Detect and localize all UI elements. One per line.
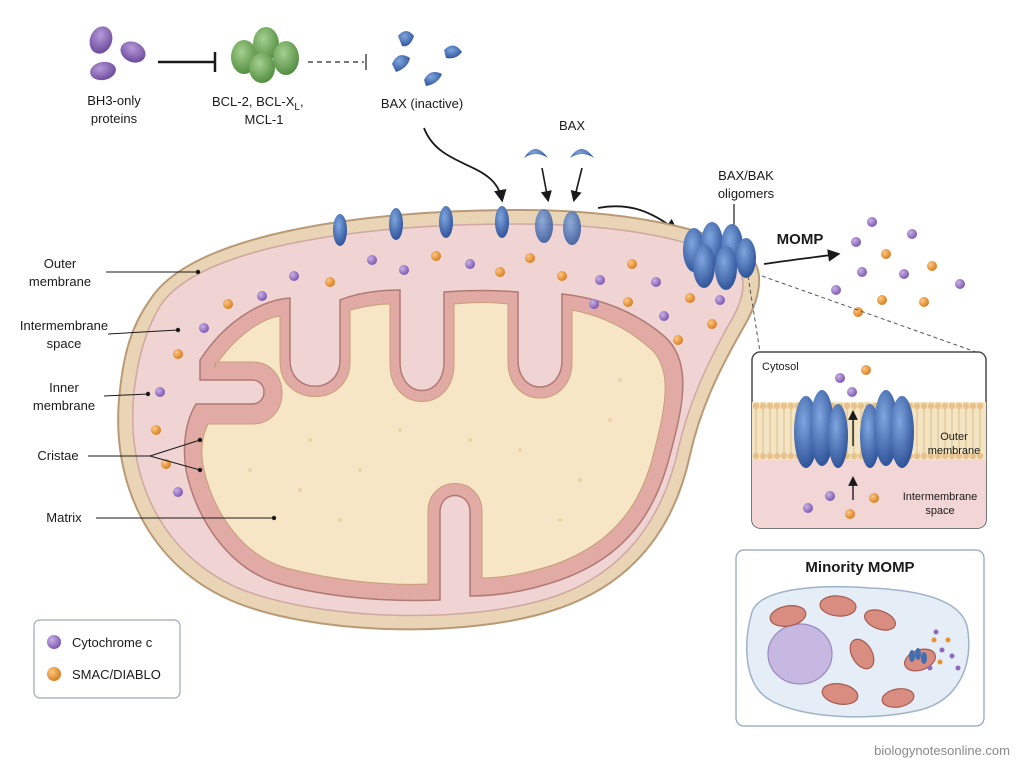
inhibition-arrow-icon bbox=[158, 52, 217, 72]
released-particles bbox=[831, 217, 965, 317]
inner-membrane-label-2: membrane bbox=[33, 398, 95, 413]
bax-inactive-label: BAX (inactive) bbox=[381, 96, 463, 111]
bax-protein-icon bbox=[439, 206, 453, 238]
bax-inactive: BAX (inactive) bbox=[381, 31, 463, 111]
cell-icon bbox=[746, 585, 970, 718]
matrix-granules bbox=[248, 378, 622, 522]
bcl2-label-1: BCL-2, BCL-XL, bbox=[212, 94, 304, 113]
legend-item-smac-diablo: SMAC/DIABLO bbox=[72, 667, 161, 682]
inset-ims-2: space bbox=[925, 505, 954, 517]
matrix bbox=[201, 302, 666, 585]
legend: Cytochrome c SMAC/DIABLO bbox=[33, 619, 181, 699]
bh3-protein-icon bbox=[89, 26, 146, 81]
bcl2-label-2: MCL-1 bbox=[244, 112, 283, 127]
cristae-label: Cristae bbox=[37, 448, 78, 463]
bax-protein-icon bbox=[563, 211, 581, 245]
dashed-inhibition-icon bbox=[308, 54, 367, 70]
matrix-label: Matrix bbox=[46, 510, 82, 525]
ims-particles bbox=[151, 251, 725, 497]
intermembrane-label-2: space bbox=[47, 336, 82, 351]
inset-ims-1: Intermembrane bbox=[903, 491, 978, 503]
oligomer-label: BAX/BAK oligomers bbox=[718, 168, 775, 234]
mini-oligomer bbox=[909, 648, 927, 664]
membrane-bax bbox=[333, 206, 581, 246]
outer-membrane-label-1: Outer bbox=[44, 256, 77, 271]
inset-outer-membrane-2: membrane bbox=[928, 445, 981, 457]
bax-protein-icon bbox=[333, 214, 347, 246]
bax-bak-oligomer bbox=[683, 222, 756, 290]
inset-outer-membrane-1: Outer bbox=[940, 431, 968, 443]
momp-arrow bbox=[763, 249, 841, 265]
cytosol-label: Cytosol bbox=[762, 361, 799, 373]
cytochrome-c-swatch bbox=[47, 635, 61, 649]
nucleus bbox=[767, 623, 833, 685]
minority-momp-title: Minority MOMP bbox=[805, 559, 914, 576]
bh3-label-2: proteins bbox=[91, 111, 138, 126]
bcl2-protein-icon bbox=[231, 27, 299, 83]
bax-active: BAX bbox=[524, 118, 594, 203]
bax-protein-icon bbox=[392, 31, 462, 86]
activation-arrow bbox=[423, 127, 507, 203]
bax-label: BAX bbox=[559, 118, 585, 133]
bax-protein-icon bbox=[535, 209, 553, 243]
svg-text:oligomers: oligomers bbox=[718, 186, 775, 201]
bax-protein-icon bbox=[524, 149, 548, 158]
minority-momp-inset: Minority MOMP bbox=[735, 549, 985, 727]
bax-protein-icon bbox=[495, 206, 509, 238]
smac-diablo-swatch bbox=[47, 667, 61, 681]
bh3-label-1: BH3-only bbox=[87, 93, 141, 108]
pore-inset: Cytosol Outer membrane Intermembrane spa… bbox=[751, 351, 987, 529]
bh3-only-proteins: BH3-only proteins bbox=[87, 26, 146, 126]
momp-label: MOMP bbox=[777, 231, 824, 248]
bcl2-family: BCL-2, BCL-XL, MCL-1 bbox=[212, 27, 304, 127]
mitochondrion bbox=[117, 206, 761, 631]
outer-membrane-label-2: membrane bbox=[29, 274, 91, 289]
intermembrane-label-1: Intermembrane bbox=[20, 318, 108, 333]
inner-membrane-label-1: Inner bbox=[49, 380, 79, 395]
mitochondrion-labels: Outer membrane Intermembrane space Inner… bbox=[20, 256, 277, 525]
watermark: biologynotesonline.com bbox=[874, 743, 1010, 758]
bax-protein-icon bbox=[389, 208, 403, 240]
svg-text:BAX/BAK: BAX/BAK bbox=[718, 168, 774, 183]
bax-protein-icon bbox=[570, 149, 594, 158]
mini-released-particles bbox=[927, 629, 961, 671]
legend-item-cytochrome-c: Cytochrome c bbox=[72, 635, 153, 650]
